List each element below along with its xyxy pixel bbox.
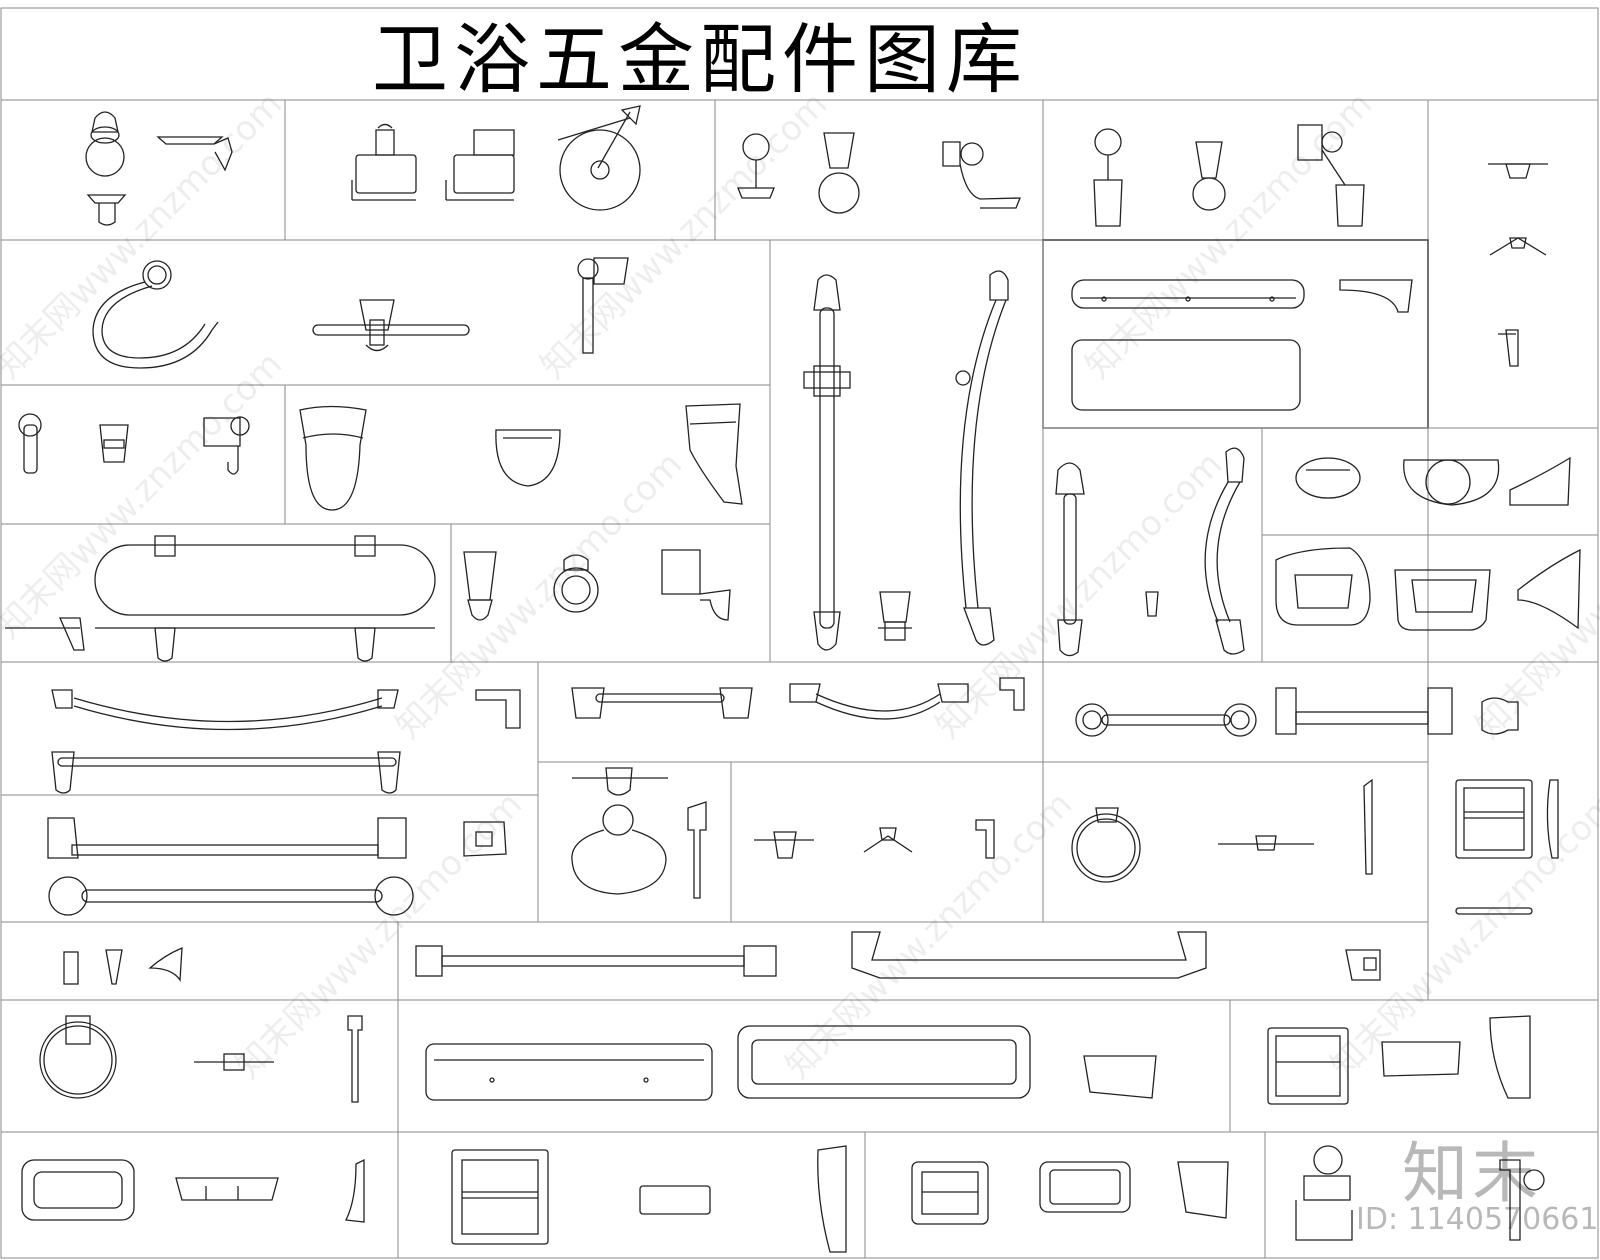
robe-hook-icon xyxy=(18,413,250,475)
tumbler-holder-icon xyxy=(299,403,743,511)
towel-ring-icon xyxy=(92,260,219,369)
recessed-paper-holder-icon xyxy=(451,1145,847,1253)
towel-ring-icon xyxy=(1071,778,1373,883)
glass-shelf-icon xyxy=(1071,279,1413,411)
watermark-5: 知末网www.znzmo.com xyxy=(388,444,690,746)
page-title: 卫浴五金配件图库 xyxy=(372,15,1028,104)
towel-bar-icon xyxy=(51,677,1025,794)
glass-shelf-icon xyxy=(425,1025,1157,1101)
soap-dish-icon xyxy=(21,1158,365,1223)
soap-dish-icon xyxy=(1275,456,1581,631)
robe-hook-icon xyxy=(63,947,183,985)
recessed-paper-holder-icon xyxy=(911,1161,1229,1225)
toilet-paper-holder-icon xyxy=(351,105,641,211)
robe-hook-icon xyxy=(1488,163,1548,367)
recessed-paper-holder-icon xyxy=(1455,779,1559,915)
asset-id-label: ID: 1140570661 xyxy=(1356,1202,1599,1237)
towel-ring-icon xyxy=(39,1015,363,1103)
watermark-1: 知末网www.znzmo.com xyxy=(0,84,290,386)
tumbler-holder-icon xyxy=(737,132,1021,214)
watermark-2: 知末网www.znzmo.com xyxy=(533,84,835,386)
robe-hook-icon xyxy=(577,257,629,354)
watermark-8: 知末网www.znzmo.com xyxy=(228,784,530,1086)
towel-bar-icon xyxy=(1075,687,1519,737)
cell-grid xyxy=(0,7,1599,1259)
towel-bar-icon xyxy=(312,299,470,352)
towel-bar-icon xyxy=(415,931,1381,981)
watermark-9: 知末网www.znzmo.com xyxy=(778,784,1080,1086)
recessed-paper-holder-icon xyxy=(1267,1015,1531,1105)
watermark-6: 知末网www.znzmo.com xyxy=(928,444,1230,746)
towel-bar-icon xyxy=(47,817,507,916)
toilet-paper-holder-icon xyxy=(1295,1145,1545,1241)
shower-slide-bar-icon xyxy=(803,270,1009,651)
robe-hook-icon xyxy=(754,819,995,859)
watermark-4: 知末网www.znzmo.com xyxy=(0,344,290,646)
soap-dish-icon xyxy=(85,111,233,226)
watermarks: 知末网www.znzmo.com 知末网www.znzmo.com 知末网www… xyxy=(0,84,1600,1086)
tumbler-holder-icon xyxy=(1093,124,1365,227)
grab-bar-icon xyxy=(1055,447,1245,657)
glass-shelf-icon xyxy=(5,535,436,662)
towel-ring-icon xyxy=(571,767,707,899)
site-logo: 知末 xyxy=(1402,1135,1542,1212)
tumbler-holder-icon xyxy=(463,549,731,621)
watermark-3: 知末网www.znzmo.com xyxy=(1078,84,1380,386)
